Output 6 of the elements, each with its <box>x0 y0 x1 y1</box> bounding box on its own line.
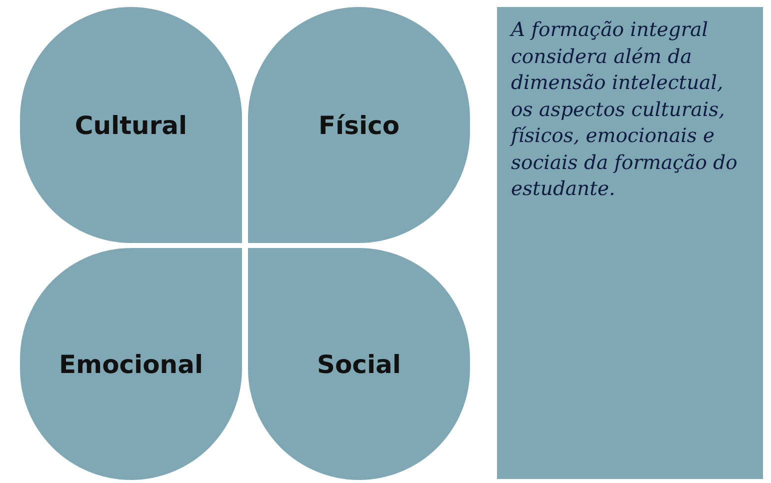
description-text: A formação integral considera além da dimensão intelectual, os aspectos culturais, físicos, emocionais e sociais da formação do estudante. <box>511 17 738 202</box>
petal-label: Social <box>316 350 401 378</box>
petal-label: Físico <box>318 110 400 140</box>
petal-label: Cultural <box>74 110 188 140</box>
petal-label: Emocional <box>58 350 204 378</box>
text-panel <box>497 7 763 479</box>
